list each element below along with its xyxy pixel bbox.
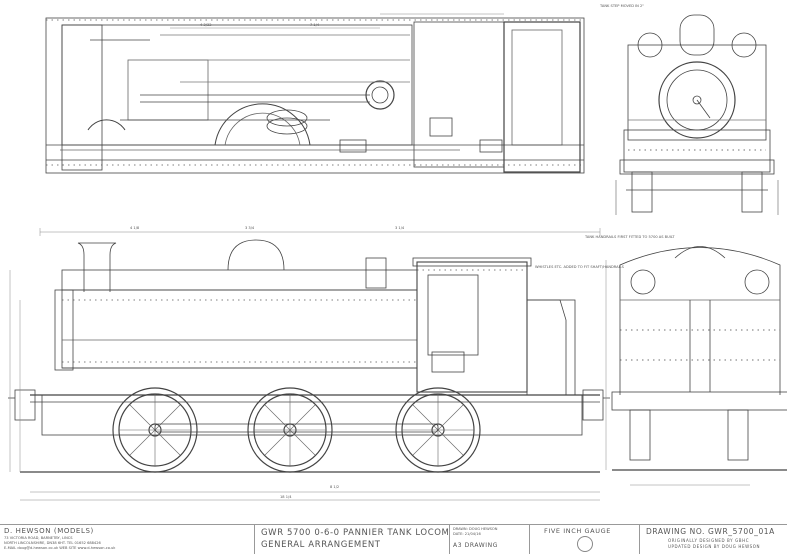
company-name: D. HEWSON (MODELS) [4, 527, 94, 535]
meta-cell: DRAWN: DOUG HEWSON DATE: 21/04/16 A3 DRA… [450, 525, 530, 554]
drawing-number: DRAWING NO. GWR_5700_01A [646, 527, 775, 536]
dimension-label: 4 3/32 [200, 23, 212, 27]
credit-original: ORIGINALLY DESIGNED BY GBHC [668, 538, 750, 543]
plan-view [45, 13, 585, 174]
drawing-date: DATE: 21/04/16 [453, 532, 481, 536]
front-view [615, 14, 779, 215]
dimension-label: 3 3/4 [245, 226, 255, 230]
annotations: TANK STEP MOVED IN 2" 4 3/32 7 1/4 3 1/4… [130, 4, 675, 499]
drawn-by: DRAWN: DOUG HEWSON [453, 527, 498, 531]
dimension-label: 8 1/2 [330, 485, 339, 489]
gauge-label: FIVE INCH GAUGE [544, 527, 611, 535]
note-tank-step: TANK STEP MOVED IN 2" [599, 4, 644, 8]
title-cell: GWR 5700 0-6-0 PANNIER TANK LOCOMOTIVE G… [255, 525, 450, 554]
drawing-number-cell: DRAWING NO. GWR_5700_01A ORIGINALLY DESI… [640, 525, 787, 554]
dimension-label: 7 1/4 [310, 23, 320, 27]
note-whistle: WHISTLES ETC. ADDED TO FIT SHAFT/HANDRAI… [535, 265, 625, 269]
dimension-label: 18 1/4 [280, 495, 292, 499]
company-address-1: 73 VICTORIA ROAD, BARNETBY, LINCS [4, 536, 73, 540]
drawing-title: GWR 5700 0-6-0 PANNIER TANK LOCOMOTIVE [261, 528, 450, 538]
company-address-3: E-MAIL doug@d-hewson.co.uk WEB SITE www.… [4, 546, 116, 550]
gauge-cell: FIVE INCH GAUGE [530, 525, 640, 554]
dimension-label: 4 1/8 [130, 226, 140, 230]
dimension-label: 3 1/4 [395, 226, 405, 230]
company-address-2: NORTH LINCOLNSHIRE, DN38 6HT. TEL 01652 … [4, 541, 101, 545]
title-block: D. HEWSON (MODELS) 73 VICTORIA ROAD, BAR… [0, 524, 787, 554]
sheet-size: A3 DRAWING [453, 542, 498, 549]
note-handrail: TANK HANDRAILS FIRST FITTED TO 5700 AS B… [584, 235, 675, 239]
drawing-subtitle: GENERAL ARRANGEMENT [261, 540, 381, 550]
credit-updated: UPDATED DESIGN BY DOUG HEWSON [668, 544, 761, 549]
side-elevation [8, 228, 610, 501]
revision-circle [577, 536, 593, 552]
company-cell: D. HEWSON (MODELS) 73 VICTORIA ROAD, BAR… [0, 525, 255, 554]
rear-view [605, 246, 787, 486]
